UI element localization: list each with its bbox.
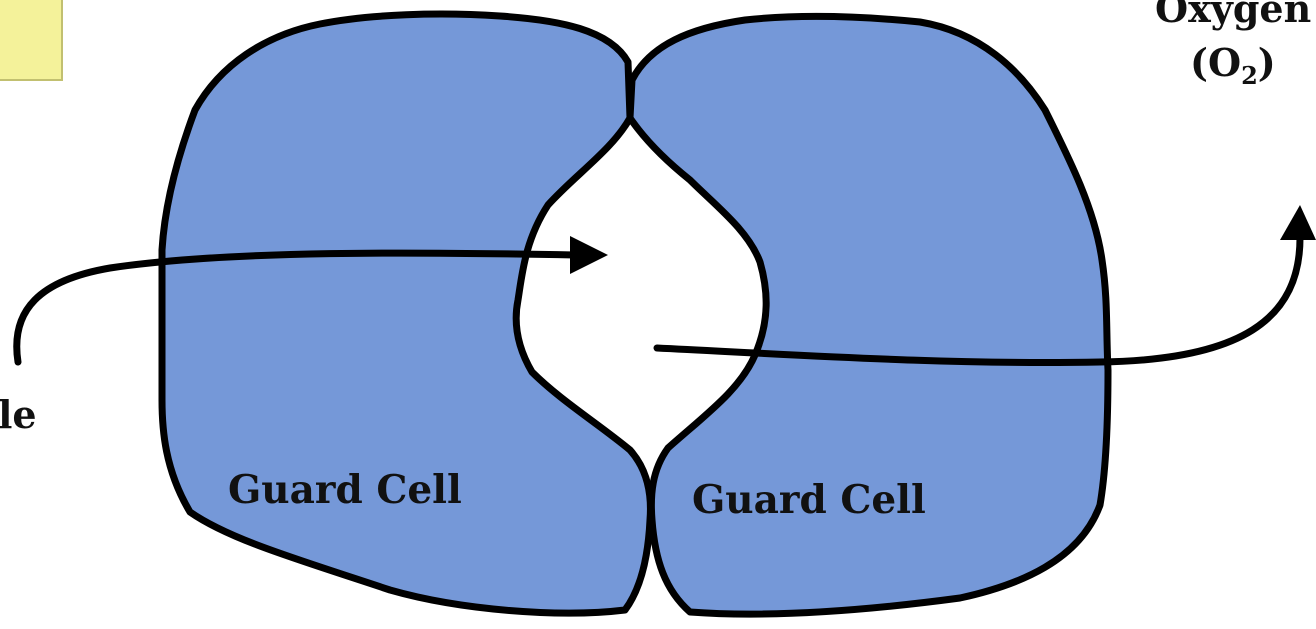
arrow-outgoing-head bbox=[1280, 205, 1316, 240]
guard-cell-left-shape bbox=[162, 14, 650, 613]
oxygen-formula-open: (O bbox=[1190, 40, 1241, 85]
corner-box bbox=[0, 0, 62, 80]
oxygen-formula-close: ) bbox=[1258, 40, 1276, 85]
left-label-fragment: le bbox=[0, 392, 37, 437]
oxygen-label: Oxygen bbox=[1155, 0, 1311, 31]
guard-cell-left-label: Guard Cell bbox=[228, 467, 462, 513]
guard-cell-right-label: Guard Cell bbox=[692, 477, 926, 523]
arrow-incoming-head bbox=[570, 236, 608, 274]
oxygen-formula: (O2) bbox=[1190, 40, 1276, 90]
oxygen-formula-sub: 2 bbox=[1241, 61, 1258, 90]
guard-cell-right-shape bbox=[630, 16, 1108, 614]
